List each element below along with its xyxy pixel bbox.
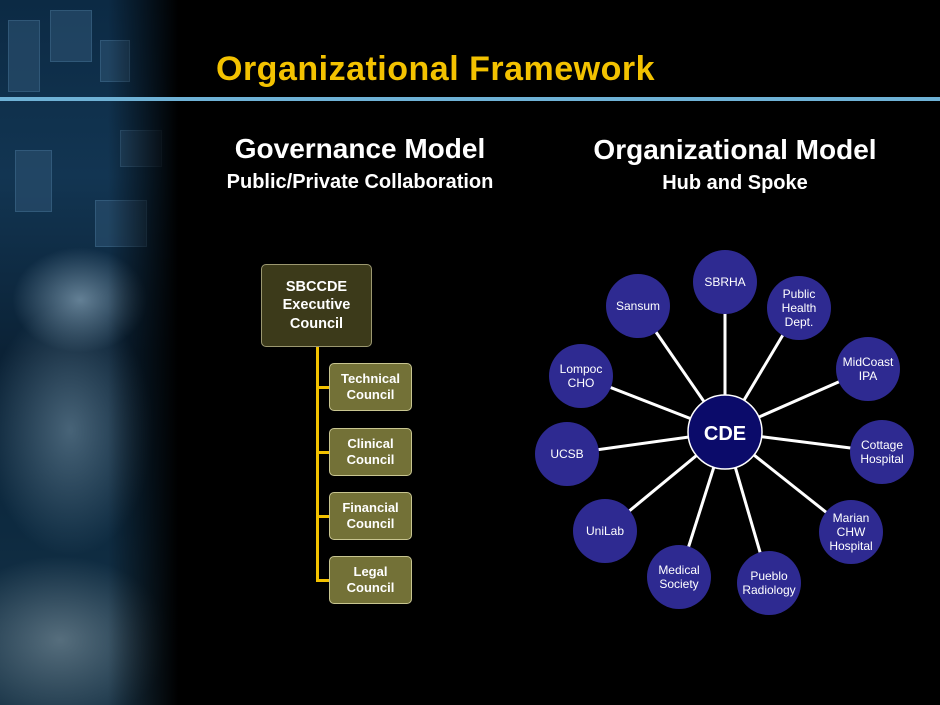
spoke-node-label: Society [659,577,698,591]
executive-council-label: Council [289,315,344,332]
spoke-node-label: UniLab [586,524,624,538]
spoke-node [819,500,883,564]
organizational-heading: Organizational Model [593,134,877,165]
governance-subheading: Public/Private Collaboration [226,171,494,193]
organizational-subheading: Hub and Spoke [662,172,808,194]
spoke-node-label: Hospital [860,452,903,466]
spoke-node-label: Dept. [785,315,814,329]
spoke-node [693,250,757,314]
executive-council-label: Executive [282,297,351,314]
council-label: Council [346,387,395,402]
council-label: Council [346,580,395,595]
council-label: Clinical [347,435,394,451]
spoke-node-label: Marian [833,511,870,525]
clinical-council-box: Clinical Council [329,428,412,476]
tree-trunk [316,347,319,580]
spoke-node-label: Medical [658,563,699,577]
technical-council-box: Technical Council [329,363,412,411]
title-underline [0,97,940,101]
spoke-node-label: Pueblo [750,569,788,583]
spoke-node-label: MidCoast [843,355,894,369]
spoke-node-label: CHW [837,525,866,539]
executive-council-label: SBCCDE [285,279,348,296]
spoke-node [535,422,599,486]
council-label: Council [346,452,395,467]
financial-council-box: Financial Council [329,492,412,540]
slide-title: Organizational Framework [216,50,655,88]
legal-council-box: Legal Council [329,556,412,604]
spoke-node-label: IPA [859,369,877,383]
tree-branch [316,515,330,518]
spoke-node [767,276,831,340]
council-label: Financial [342,499,399,515]
spoke-node [737,551,801,615]
hub-node [687,394,763,470]
spoke-node-label: Cottage [861,438,903,452]
spoke-node [850,420,914,484]
spoke-node-label: Hospital [829,539,872,553]
executive-council-box: SBCCDE Executive Council [261,264,372,347]
tree-branch [316,451,330,454]
tree-branch [316,386,330,389]
tree-branch [316,579,330,582]
surgeon-photo [0,0,178,705]
spoke-node [549,344,613,408]
council-label: Council [346,516,395,531]
spoke-node [836,337,900,401]
spoke-node-label: Public [783,287,816,301]
spoke-node-label: Health [782,301,817,315]
spoke-node [573,499,637,563]
spoke-node-label: Sansum [616,299,660,313]
spoke-node [606,274,670,338]
spoke-node-label: SBRHA [704,275,745,289]
spoke-node [647,545,711,609]
spoke-node-label: Radiology [742,583,795,597]
council-label: Technical [340,370,400,386]
council-label: Legal [353,563,388,579]
spoke-node-label: Lompoc [560,362,603,376]
hub-label: CDE [704,423,746,445]
governance-heading: Governance Model [234,133,486,164]
spoke-node-label: UCSB [550,447,583,461]
spoke-node-label: CHO [568,376,595,390]
